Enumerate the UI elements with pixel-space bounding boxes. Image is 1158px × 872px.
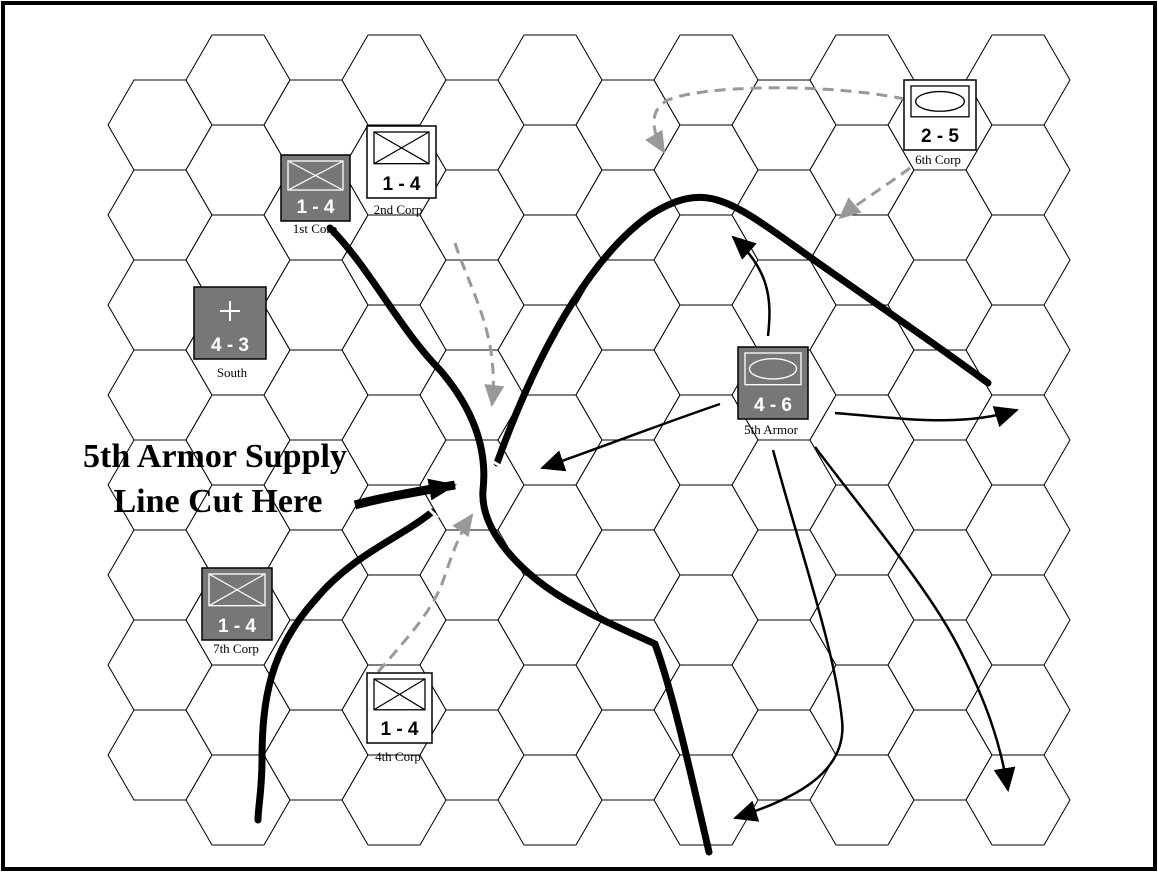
dashed-arrows [376,86,911,673]
front-line-east [493,193,992,467]
counter-label: 7th Corp [213,641,259,656]
arrow-southeast [814,446,1016,792]
counter-strength: 1 - 4 [380,719,418,740]
callout-line-1: 5th Armor Supply [83,438,347,475]
counter-corp7[interactable]: 1 - 4 7th Corp [201,567,273,656]
counter-label: South [217,365,248,380]
arrow-south [733,449,844,822]
infantry-symbol-icon [287,160,344,191]
counter-label: 2nd Corp [374,202,423,217]
counter-corp6[interactable]: 2 - 5 6th Corp [903,79,977,167]
unit-counters: 1 - 4 1st Corp 1 - 4 2nd Corp 2 - 5 6th Corp 4… [193,79,977,764]
callout-arrow [353,478,457,510]
dashed-arrow-4th-corp [376,513,474,673]
counter-strength: 1 - 4 [382,174,420,195]
hex-grid [107,34,1071,846]
movement-arrows [540,235,1019,822]
counter-strength: 2 - 5 [921,126,959,147]
arrow-east [834,406,1019,428]
counter-corp4[interactable]: 1 - 4 4th Corp [366,672,433,764]
counter-corp1[interactable]: 1 - 4 1st Corp [280,154,351,236]
counter-armor5[interactable]: 4 - 6 5th Armor [737,346,809,437]
counter-label: 1st Corp [293,221,337,236]
arrow-north [731,235,771,337]
infantry-symbol-icon [373,131,430,165]
hex-cell [965,754,1071,846]
dashed-arrow-2nd-corp [453,242,505,407]
counter-strength: 1 - 4 [218,616,256,637]
counter-strength: 1 - 4 [296,197,334,218]
front-lines [254,193,992,856]
counter-label: 5th Armor [744,422,798,437]
front-line-northwest [326,224,713,856]
counter-strength: 4 - 3 [211,335,249,356]
counter-body [201,567,273,641]
counter-body [193,286,267,360]
dashed-arrow-6th-corp-south [838,166,911,220]
arrow-west [540,402,721,472]
medical-cross-icon [220,301,240,321]
dashed-arrow-6th-corp-loop [645,86,906,154]
infantry-symbol-icon [373,678,426,711]
cut-marks [424,458,505,520]
infantry-symbol-icon [208,573,266,607]
armor-symbol-icon [910,85,970,118]
counter-strength: 4 - 6 [754,395,792,416]
counter-label: 4th Corp [375,749,421,764]
counter-body [366,125,437,199]
front-line-southwest [254,508,436,824]
counter-corp2[interactable]: 1 - 4 2nd Corp [366,125,437,217]
counter-label: 6th Corp [915,152,961,167]
callout-line-2: Line Cut Here [113,483,322,520]
counter-south[interactable]: 4 - 3 South [193,286,267,380]
armor-symbol-icon [744,352,802,386]
